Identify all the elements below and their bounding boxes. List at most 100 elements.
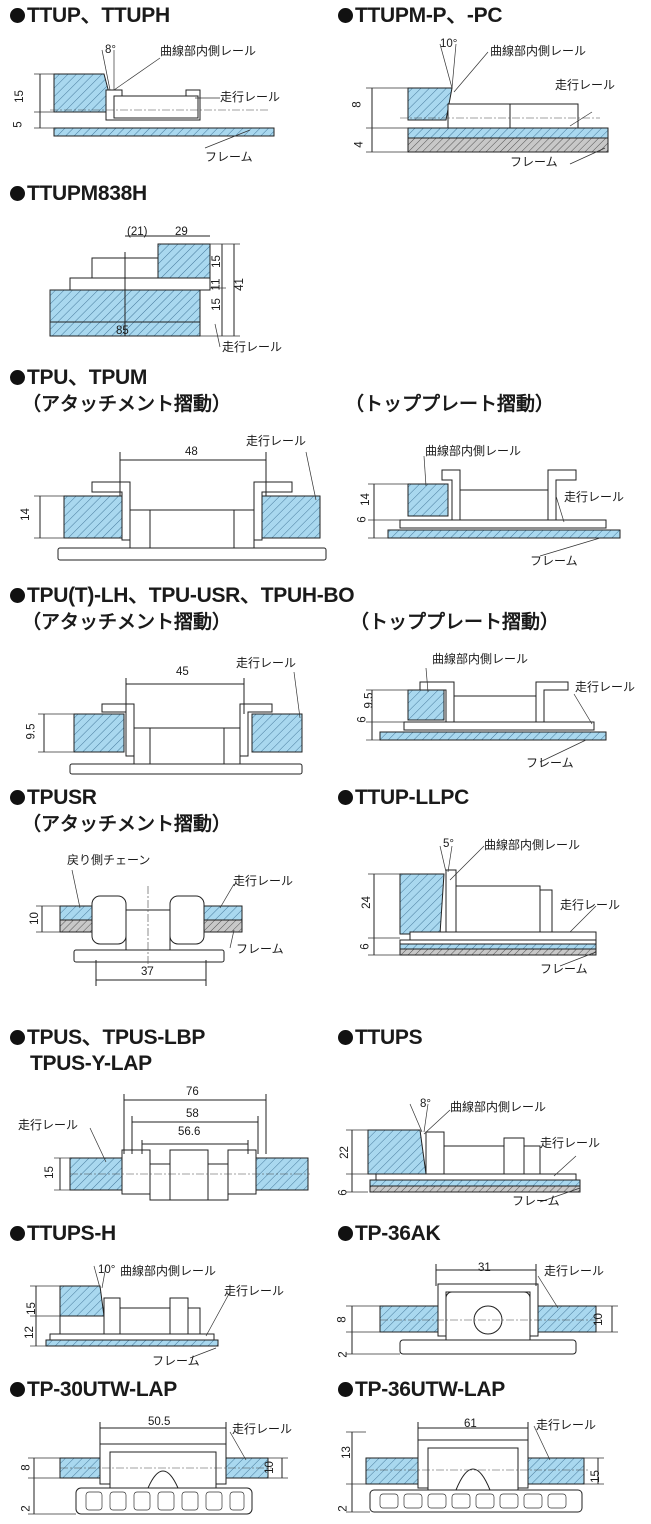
label-tpu-running-rail: 走行レール [246, 434, 307, 448]
section-title-ttup: TTUP、TTUPH [10, 4, 170, 28]
diagram-tpu-right [368, 455, 621, 557]
frame-ttupllpc [399, 948, 597, 956]
running-rail-tpu-right [387, 529, 621, 539]
running-rail-ttupm [407, 127, 609, 139]
section-title-tp36ak: TP-36AK [338, 1222, 441, 1246]
dim-tp30utw-50.5: 50.5 [148, 1416, 171, 1428]
dim-tp30utw-10: 10 [263, 1461, 276, 1474]
dim-ttupm838h-41: 41 [233, 278, 246, 291]
label-tpus-running-rail: 走行レール [18, 1118, 79, 1132]
dim-tpu-14: 14 [19, 508, 32, 521]
dim-ttupsh-15: 15 [25, 1302, 38, 1315]
label-tpusr-running-rail: 走行レール [233, 874, 294, 888]
curve-rail-ttupllpc [399, 873, 445, 935]
bullet-icon [338, 1382, 353, 1397]
section-title2-tpus: TPUS-Y-LAP [30, 1052, 152, 1075]
dim-tp36ak-2: 2 [337, 1351, 350, 1358]
curve-rail-ttups [367, 1129, 427, 1175]
chain-body-ttupm [447, 103, 579, 129]
section-title-tp36utw: TP-36UTW-LAP [338, 1378, 505, 1402]
label-tput-right-frame: フレーム [526, 756, 574, 770]
label-tput-running-rail: 走行レール [236, 656, 297, 670]
dim-tp36ak-8: 8 [336, 1316, 349, 1323]
dim-tpusr-37: 37 [141, 966, 154, 978]
bullet-icon [10, 1382, 25, 1397]
dim-tpu-right-14: 14 [359, 493, 372, 506]
bullet-icon [10, 370, 25, 385]
dim-tput-right-9.5: 9.5 [363, 692, 376, 709]
dim-ttupsh-angle: 10° [98, 1264, 116, 1276]
dim-ttups-22: 22 [338, 1146, 351, 1159]
section-title-ttupsh: TTUPS-H [10, 1222, 116, 1246]
label-ttupm838h-running-rail: 走行レール [222, 340, 283, 354]
curve-rail-ttup [53, 73, 115, 113]
curve-rail-tpu-right [407, 483, 449, 517]
dim-ttupm-4: 4 [353, 141, 366, 148]
section-title-tp30utw: TP-30UTW-LAP [10, 1378, 177, 1402]
diagram-tp36utw [346, 1422, 604, 1513]
dim-ttupm-angle: 10° [440, 38, 458, 50]
bullet-icon [338, 1226, 353, 1241]
chain-plate-ttupm838h [69, 277, 211, 291]
diagram-tpu-left [34, 451, 327, 561]
label-ttupsh-frame: フレーム [152, 1354, 200, 1368]
diagram-tput-right [366, 667, 607, 763]
subtitle-tput-left: （アタッチメント摺動） [22, 612, 232, 633]
diagram-tp30utw [28, 1422, 288, 1515]
label-ttup-curve-rail: 曲線部内側レール [160, 44, 257, 58]
label-ttups-curve-rail: 曲線部内側レール [450, 1100, 547, 1114]
rail-left-tput [73, 713, 125, 753]
dim-ttups-angle: 8° [420, 1098, 431, 1110]
diagram-ttup [34, 49, 275, 149]
subtitle-tpu-right: （トッププレート摺動） [345, 394, 555, 415]
label-tput-curve-rail: 曲線部内側レール [432, 652, 529, 666]
section-title-ttups: TTUPS [338, 1026, 423, 1050]
rail-right-tp36utw [521, 1457, 585, 1485]
curve-rail-tput-right [407, 689, 445, 721]
section-title-tput: TPU(T)-LH、TPU-USR、TPUH-BO [10, 584, 355, 608]
bullet-icon [10, 1030, 25, 1045]
diagram-ttupllpc [368, 845, 597, 967]
label-ttupllpc-frame: フレーム [540, 962, 588, 976]
dim-ttupm838h-11: 11 [210, 278, 223, 291]
running-rail-ttupsh [45, 1339, 219, 1347]
label-tpu-curve-rail: 曲線部内側レール [425, 444, 522, 458]
curve-rail-ttupm [407, 87, 453, 121]
label-tp30utw-running-rail: 走行レール [232, 1422, 293, 1436]
dim-tp36utw-13: 13 [340, 1446, 353, 1459]
label-ttups-frame: フレーム [512, 1194, 560, 1208]
frame-ttups [369, 1185, 581, 1193]
diagram-tpusr [36, 869, 243, 986]
diagram-ttupm838h [49, 235, 240, 348]
label-ttupsh-curve-rail: 曲線部内側レール [120, 1264, 217, 1278]
section-title-tpu: TPU、TPUM [10, 366, 147, 390]
label-ttupllpc-curve-rail: 曲線部内側レール [484, 838, 581, 852]
dim-tp30utw-8: 8 [20, 1464, 33, 1471]
label-tp36ak-running-rail: 走行レール [544, 1264, 605, 1278]
dim-tput-9.5: 9.5 [25, 723, 38, 740]
dim-ttupm838h-85: 85 [116, 325, 129, 337]
dim-ttupllpc-angle: 5° [443, 838, 454, 850]
section-title-ttupm838h: TTUPM838H [10, 182, 147, 206]
bullet-icon [10, 186, 25, 201]
dim-tp36utw-61: 61 [464, 1418, 477, 1430]
dim-tput-right-6: 6 [356, 716, 369, 723]
chain-plate-ttup [113, 95, 199, 119]
label-tpu-right-frame: フレーム [530, 554, 578, 568]
running-rail-ttupllpc [399, 943, 597, 950]
subtitle-tput-right: （トッププレート摺動） [350, 612, 560, 633]
label-tpu-right-running-rail: 走行レール [564, 490, 625, 504]
dim-tpus-76: 76 [186, 1086, 199, 1098]
dim-tpus-58: 58 [186, 1108, 199, 1120]
section-title-ttupm: TTUPM-P、-PC [338, 4, 502, 28]
label-ttupm-frame: フレーム [510, 155, 558, 169]
bullet-icon [10, 588, 25, 603]
dim-tp36ak-31: 31 [478, 1262, 491, 1274]
bullet-icon [338, 1030, 353, 1045]
rail-right-tpu [261, 495, 321, 539]
bullet-icon [10, 1226, 25, 1241]
subtitle-tpusr: （アタッチメント摺動） [22, 814, 232, 835]
dim-ttupm838h-21: (21) [127, 226, 148, 238]
dim-ttup-angle: 8° [105, 44, 116, 56]
curve-rail-ttupsh [59, 1285, 105, 1317]
